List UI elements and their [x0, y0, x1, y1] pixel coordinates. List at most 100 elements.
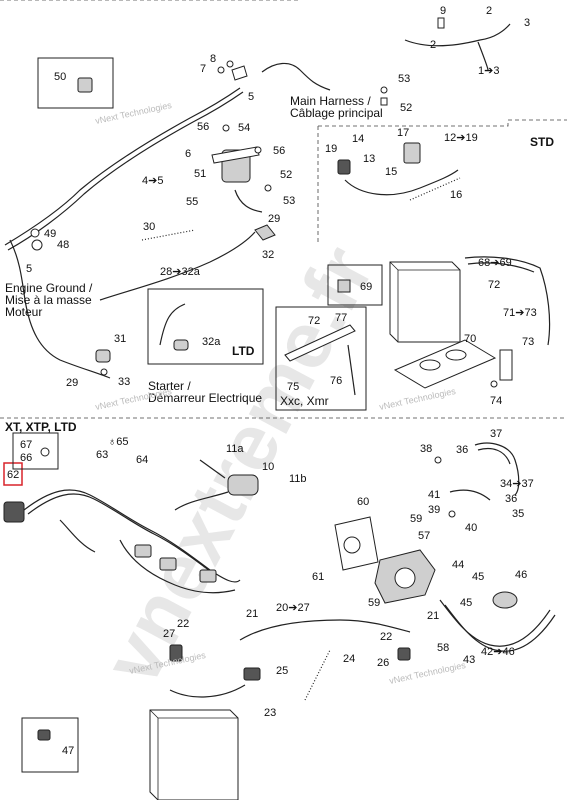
std-border — [318, 119, 567, 127]
callout-72-box: 72 — [308, 315, 320, 327]
part-27 — [169, 644, 183, 662]
callout-53-mid: 53 — [283, 195, 295, 207]
callout-33: 33 — [118, 376, 130, 388]
cable-20-27 — [239, 619, 411, 641]
callout-9: 9 — [440, 5, 446, 17]
callout-66: 66 — [20, 452, 32, 464]
harness-connector-1 — [134, 544, 152, 558]
battery — [389, 261, 461, 343]
main-harness-route — [261, 62, 331, 91]
callout-19: 19 — [325, 143, 337, 155]
harness-engine-ground — [9, 239, 111, 379]
harness-branch-a — [59, 519, 96, 553]
part-69 — [337, 279, 351, 293]
label-demarreur: Démarreur Electrique — [148, 391, 262, 405]
callout-2-left: 2 — [430, 39, 436, 51]
callout-23: 23 — [264, 707, 276, 719]
ltd-cable — [159, 303, 186, 346]
part-17 — [403, 142, 421, 164]
callout-62: 62 — [7, 469, 19, 481]
watermark-small-5: vNext Technologies — [388, 660, 467, 686]
callout-52-top: 52 — [400, 102, 412, 114]
callout-32a: 32a — [202, 336, 221, 348]
part-72-strap — [464, 256, 551, 346]
callout-69: 69 — [360, 281, 372, 293]
harness-connector-2 — [159, 557, 177, 571]
cable-std — [344, 169, 459, 196]
callout-22-left: 22 — [177, 618, 189, 630]
callout-65: ♁65 — [108, 436, 129, 448]
callout-56-right: 56 — [273, 145, 285, 157]
callout-59-upper: 59 — [410, 513, 422, 525]
part-70-tray — [393, 339, 497, 389]
part-24-sleeve — [304, 649, 331, 701]
part-38 — [434, 456, 442, 464]
part-56-right — [254, 146, 262, 154]
callout-20to27: 20➔27 — [276, 602, 310, 614]
label-starter: Starter / — [148, 379, 191, 393]
part-5-bracket — [231, 65, 248, 81]
callout-34to37: 34➔37 — [500, 478, 534, 490]
part-41-hose — [449, 489, 491, 501]
callout-13: 13 — [363, 153, 375, 165]
tray-cup-2 — [445, 349, 467, 361]
callout-30: 30 — [143, 221, 155, 233]
callout-31: 31 — [114, 333, 126, 345]
callout-75: 75 — [287, 381, 299, 393]
callout-42to46: 42➔46 — [481, 646, 515, 658]
callout-2-right: 2 — [486, 5, 492, 17]
part-72-strap-b — [467, 262, 535, 273]
part-49-nut — [30, 228, 40, 238]
callout-28to32a: 28➔32a — [160, 266, 201, 278]
callout-45-lower: 45 — [460, 597, 472, 609]
callout-74: 74 — [490, 395, 502, 407]
callout-32: 32 — [262, 249, 274, 261]
part-37-hose — [474, 442, 520, 496]
callout-60: 60 — [357, 496, 369, 508]
harness-4-5-b — [7, 91, 244, 251]
callout-14: 14 — [352, 133, 364, 145]
callout-59-lower: 59 — [368, 597, 380, 609]
part-50-box — [37, 57, 114, 109]
part-60-hole — [343, 536, 361, 554]
part-73 — [499, 349, 513, 381]
callout-54: 54 — [238, 122, 250, 134]
callout-55: 55 — [186, 196, 198, 208]
solenoid-lead — [234, 189, 263, 213]
xxc-box — [275, 306, 367, 411]
harness-4-5 — [4, 87, 241, 246]
callout-58-lower: 58 — [437, 642, 449, 654]
callout-21-left: 21 — [246, 608, 258, 620]
part-39 — [448, 510, 456, 518]
part-25 — [243, 667, 261, 681]
callout-47: 47 — [62, 745, 74, 757]
part-42-hose-b — [444, 604, 556, 652]
battery-bottom — [149, 709, 239, 800]
harness-branch-b — [119, 539, 236, 594]
callout-1to3: 1➔3 — [478, 65, 499, 77]
callout-73: 73 — [522, 336, 534, 348]
callout-21-right: 21 — [427, 610, 439, 622]
watermark-large: vnextreme.fr — [86, 232, 390, 698]
part-9 — [437, 17, 445, 29]
part-74 — [490, 380, 498, 388]
callout-12to19: 12➔19 — [444, 132, 478, 144]
callout-51: 51 — [194, 168, 206, 180]
callout-56-left: 56 — [197, 121, 209, 133]
battery-edge — [389, 261, 399, 271]
callout-50: 50 — [54, 71, 66, 83]
part-56-left — [222, 124, 230, 132]
main-harness-bundle-b — [27, 493, 215, 575]
part-8 — [226, 60, 234, 68]
part-48-clip — [31, 239, 43, 251]
part-52-mid — [264, 184, 272, 192]
callout-52-mid: 52 — [280, 169, 292, 181]
callout-27: 27 — [163, 628, 175, 640]
part-66-67 — [40, 447, 50, 457]
part-52-top — [380, 97, 388, 106]
part-31 — [95, 349, 111, 363]
part-33 — [100, 368, 108, 376]
callout-36-upper: 36 — [456, 444, 468, 456]
callout-64: 64 — [136, 454, 148, 466]
